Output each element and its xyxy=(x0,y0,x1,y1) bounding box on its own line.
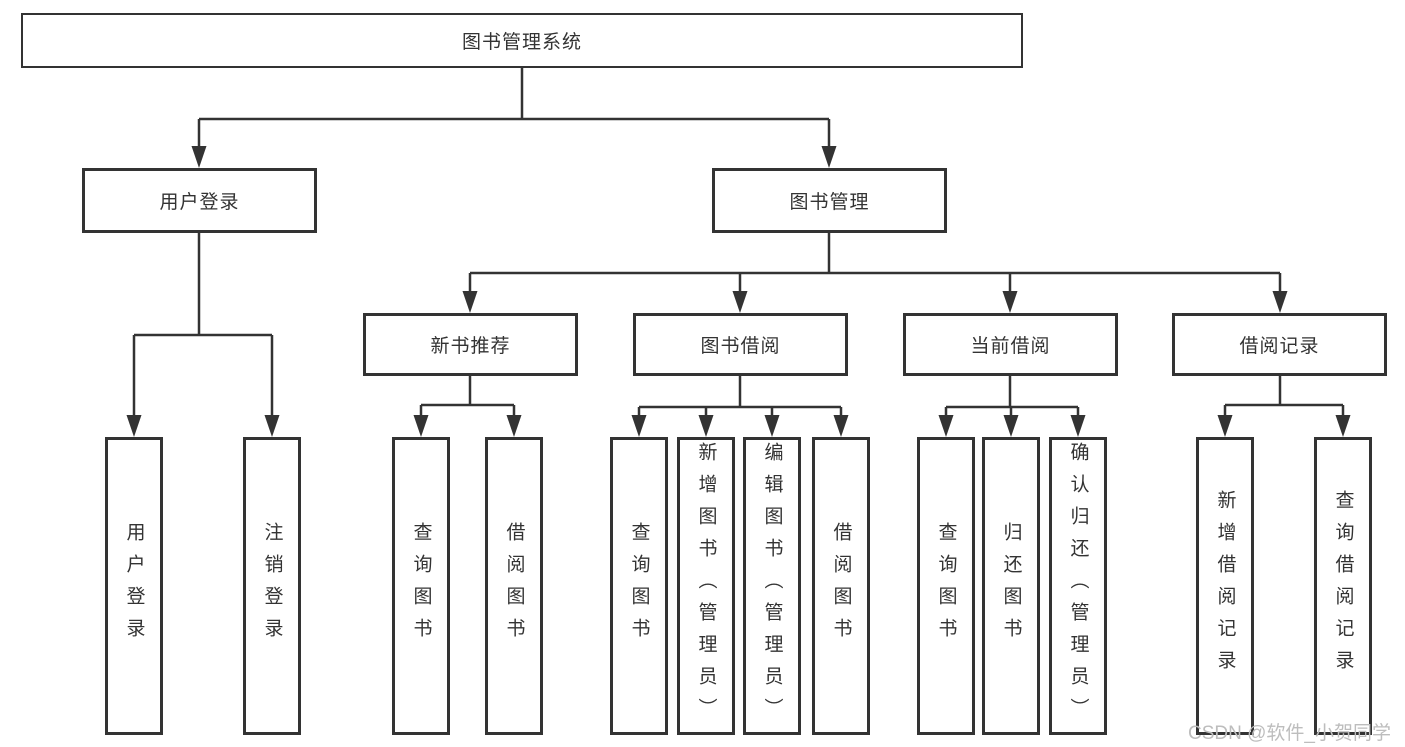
leaf-borrow-edit-books-admin: 编辑图书（管理员） xyxy=(743,437,801,735)
leaf-user-login-label: 用户登录 xyxy=(123,522,145,650)
leaf-borrow-borrow-books: 借阅图书 xyxy=(812,437,870,735)
leaf-current-return-books: 归还图书 xyxy=(982,437,1040,735)
leaf-newbooks-borrow-books-label: 借阅图书 xyxy=(503,522,525,650)
node-root: 图书管理系统 xyxy=(21,13,1023,68)
leaf-records-add-record: 新增借阅记录 xyxy=(1196,437,1254,735)
leaf-current-return-books-label: 归还图书 xyxy=(1000,522,1022,650)
leaf-records-query-record-label: 查询借阅记录 xyxy=(1332,490,1354,682)
leaf-newbooks-borrow-books: 借阅图书 xyxy=(485,437,543,735)
leaf-newbooks-query-books-label: 查询图书 xyxy=(410,522,432,650)
leaf-user-login: 用户登录 xyxy=(105,437,163,735)
node-book-management: 图书管理 xyxy=(712,168,947,233)
leaf-current-query-books: 查询图书 xyxy=(917,437,975,735)
node-user-login: 用户登录 xyxy=(82,168,317,233)
node-new-book-recommend-label: 新书推荐 xyxy=(430,336,511,357)
node-root-label: 图书管理系统 xyxy=(461,32,582,53)
node-book-management-label: 图书管理 xyxy=(789,192,870,213)
leaf-records-query-record: 查询借阅记录 xyxy=(1314,437,1372,735)
leaf-logout-label: 注销登录 xyxy=(261,522,283,650)
leaf-borrow-borrow-books-label: 借阅图书 xyxy=(830,522,852,650)
watermark: CSDN @软件_小贺同学 xyxy=(1188,723,1391,744)
leaf-current-query-books-label: 查询图书 xyxy=(935,522,957,650)
node-borrow-records: 借阅记录 xyxy=(1172,313,1387,376)
leaf-borrow-query-books: 查询图书 xyxy=(610,437,668,735)
leaf-borrow-query-books-label: 查询图书 xyxy=(628,522,650,650)
leaf-current-confirm-return-admin-label: 确认归还（管理员） xyxy=(1067,442,1089,730)
leaf-borrow-add-books-admin-label: 新增图书（管理员） xyxy=(695,442,717,730)
node-user-login-label: 用户登录 xyxy=(159,192,240,213)
leaf-borrow-add-books-admin: 新增图书（管理员） xyxy=(677,437,735,735)
arrowhead-icons xyxy=(126,146,1351,437)
leaf-borrow-edit-books-admin-label: 编辑图书（管理员） xyxy=(761,442,783,730)
leaf-records-add-record-label: 新增借阅记录 xyxy=(1214,490,1236,682)
leaf-newbooks-query-books: 查询图书 xyxy=(392,437,450,735)
node-new-book-recommend: 新书推荐 xyxy=(363,313,578,376)
node-current-borrow-label: 当前借阅 xyxy=(970,336,1051,357)
node-current-borrow: 当前借阅 xyxy=(903,313,1118,376)
node-borrow-records-label: 借阅记录 xyxy=(1239,336,1320,357)
leaf-current-confirm-return-admin: 确认归还（管理员） xyxy=(1049,437,1107,735)
leaf-logout: 注销登录 xyxy=(243,437,301,735)
node-book-borrow-label: 图书借阅 xyxy=(700,336,781,357)
node-book-borrow: 图书借阅 xyxy=(633,313,848,376)
